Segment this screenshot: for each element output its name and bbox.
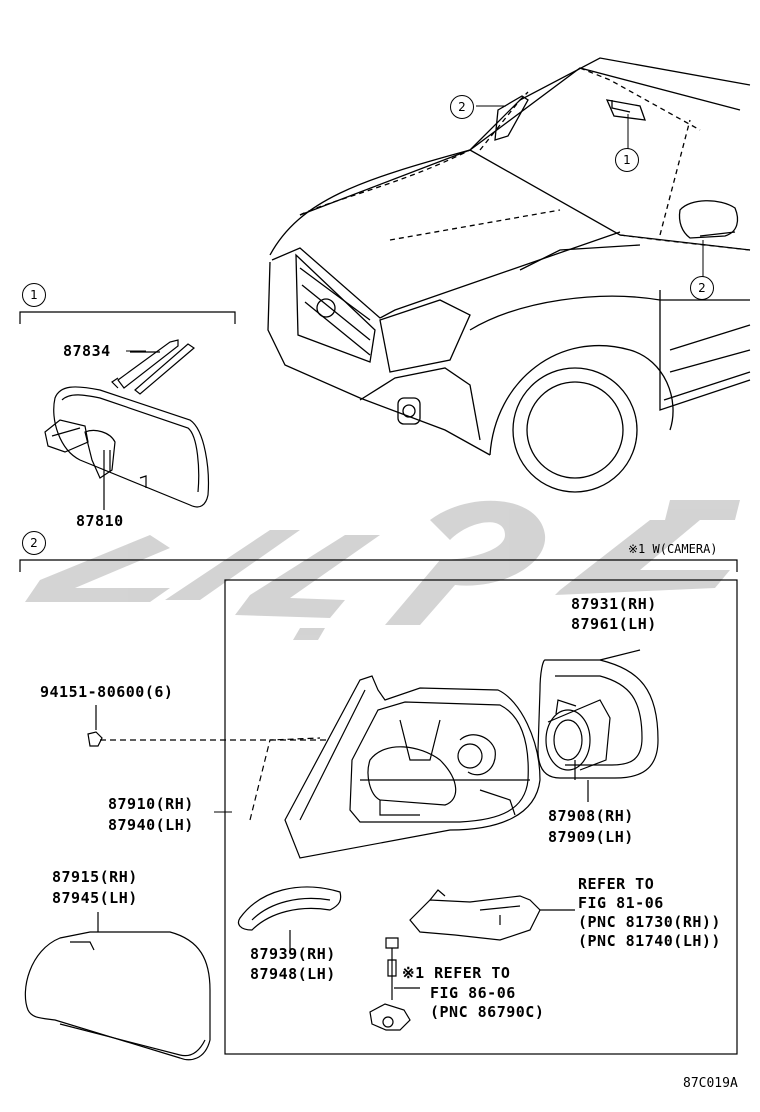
- callout-2-windshield: 2: [450, 95, 474, 119]
- refer1-line4: (PNC 81740(LH)): [578, 932, 721, 950]
- part-87908-motor-drawing: [545, 699, 611, 802]
- part-87915-cover-drawing: [24, 912, 211, 1061]
- callout-1-roof: 1: [615, 148, 639, 172]
- label-87940: 87940(LH): [108, 816, 194, 834]
- callout-leaders: [476, 105, 704, 278]
- callout-2-door: 2: [690, 276, 714, 300]
- label-87910: 87910(RH): [108, 795, 194, 813]
- refer2-line1: ※1 REFER TO: [402, 964, 511, 982]
- label-87909: 87909(LH): [548, 828, 634, 846]
- refer1-line3: (PNC 81730(RH)): [578, 913, 721, 931]
- label-87908: 87908(RH): [548, 807, 634, 825]
- part-87834-clip-drawing: [111, 339, 195, 395]
- part-87939-strip-drawing: [237, 886, 342, 950]
- figure-code: 87C019A: [683, 1076, 738, 1091]
- label-94151: 94151-80600(6): [40, 683, 174, 701]
- refer2-line2: FIG 86-06: [430, 984, 516, 1002]
- part-87910-housing-drawing: [100, 675, 541, 859]
- camera-note: ※1 W(CAMERA): [628, 542, 718, 556]
- part-87810-mirror-drawing: [44, 386, 209, 510]
- mirror-assembly-box: [224, 579, 738, 1055]
- label-87810: 87810: [76, 512, 124, 530]
- watermark-logo: [25, 500, 740, 640]
- callout-1-section: 1: [22, 283, 46, 307]
- label-87915: 87915(RH): [52, 868, 138, 886]
- part-turn-signal-drawing: [409, 889, 575, 941]
- section1-bracket: [19, 311, 236, 324]
- section2-bracket: [19, 559, 738, 572]
- label-87834: 87834: [63, 342, 111, 360]
- label-87945: 87945(LH): [52, 889, 138, 907]
- label-87948: 87948(LH): [250, 965, 336, 983]
- refer2-line3: (PNC 86790C): [430, 1003, 545, 1021]
- refer1-line2: FIG 81-06: [578, 894, 664, 912]
- callout-2-section: 2: [22, 531, 46, 555]
- refer1-line1: REFER TO: [578, 875, 655, 893]
- part-94151-bolt-drawing: [87, 705, 103, 747]
- part-87931-glass-drawing: [537, 649, 659, 779]
- label-87931: 87931(RH): [571, 595, 657, 613]
- part-camera-drawing: [369, 937, 420, 1031]
- label-87961: 87961(LH): [571, 615, 657, 633]
- label-87939: 87939(RH): [250, 945, 336, 963]
- vehicle-illustration: [267, 57, 751, 493]
